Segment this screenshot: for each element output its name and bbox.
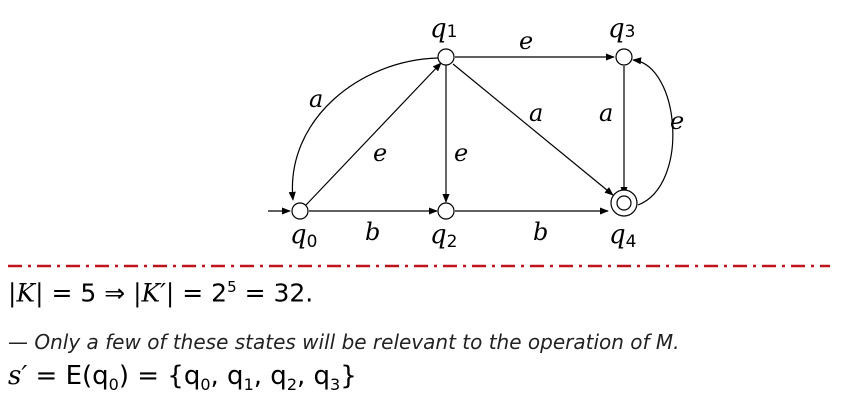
edge-label-q4-q3: e	[670, 107, 684, 135]
state-q4-inner	[616, 195, 632, 211]
state-label-q1: q1	[430, 14, 457, 44]
edge-label-q0-q1: e	[373, 139, 387, 167]
dash-dot-divider	[8, 264, 830, 268]
edge-label-q1-q2: e	[454, 139, 468, 167]
edge-label-q1-q4: a	[529, 99, 543, 127]
edge-q0-q1	[305, 62, 442, 206]
relevance-note: — Only a few of these states will be rel…	[8, 330, 680, 354]
edge-q1-q0	[288, 57, 439, 201]
state-q1	[437, 48, 455, 66]
edge-label-q2-q4: b	[533, 218, 548, 246]
formula-state-count: |K| = 5 ⇒ |K′| = 25 = 32.	[8, 278, 314, 308]
state-label-q2: q2	[430, 220, 457, 252]
formula-start-state: s′ = E(q0) = {q0, q1, q2, q3}	[8, 361, 357, 395]
state-label-q3: q3	[608, 14, 635, 44]
nfa-diagram: e a e e a a e b b q1 q3 q0 q2 q4	[268, 14, 684, 252]
state-q3	[615, 48, 633, 66]
state-label-q4: q4	[609, 220, 636, 252]
edge-label-q0-q2: b	[365, 218, 380, 246]
edge-label-q3-q4: a	[599, 99, 613, 127]
edge-label-q1-q0: a	[309, 85, 323, 113]
state-label-q0: q0	[290, 220, 317, 252]
edge-label-q1-q3: e	[519, 27, 533, 55]
edge-q4-q3	[632, 57, 674, 206]
edge-q1-q4	[452, 63, 614, 196]
state-q2	[437, 202, 455, 220]
state-q0	[291, 202, 309, 220]
